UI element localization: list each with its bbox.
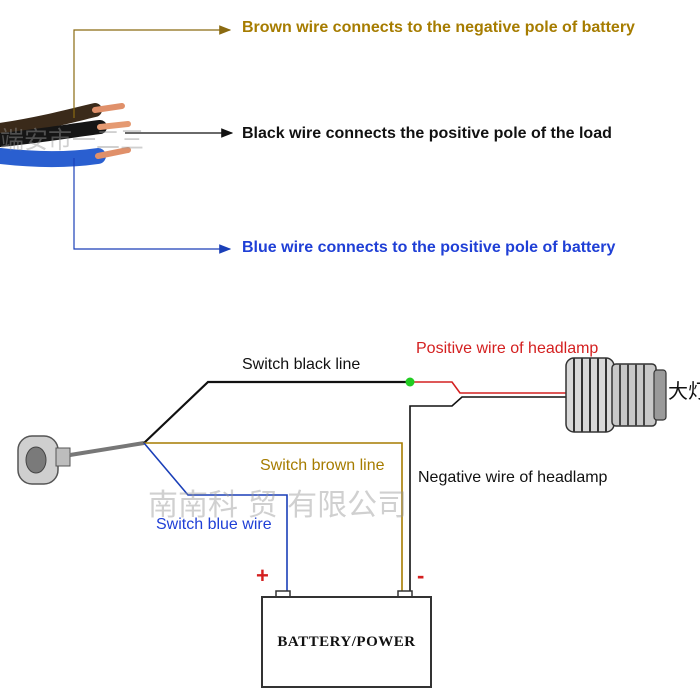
cable-illustration [0,103,131,167]
headlamp [565,357,667,433]
positive-headlamp-wire-label: Positive wire of headlamp [416,340,599,357]
junction-dot [405,377,415,387]
switch-black-line-label: Switch black line [242,356,361,373]
battery-body [261,596,432,688]
handlebar-switch [17,435,71,485]
black-wire-callout: Black wire connects the positive pole of… [242,125,612,142]
battery [261,590,432,688]
switch-cable [69,441,145,457]
brown-wire-insulation [0,103,102,137]
switch-blue-wire [143,442,288,597]
black-wire-insulation [0,120,107,147]
switch-brown-line-label: Switch brown line [260,457,385,474]
black-wire-copper [97,121,131,130]
blue-wire-insulation [0,148,106,167]
brown-callout-line [73,25,232,118]
battery-minus-sign: - [417,563,425,588]
brown-wire-callout: Brown wire connects to the negative pole… [242,19,635,36]
watermark-top: 端安市一二三 [0,126,144,154]
switch-brown-line [144,442,403,597]
brown-wire-copper [92,103,125,113]
battery-label: BATTERY/POWER [277,633,416,650]
negative-headlamp-wire-label: Negative wire of headlamp [418,469,608,486]
blue-wire-callout: Blue wire connects to the positive pole … [242,239,616,256]
positive-headlamp-wire [410,381,568,394]
battery-plus-sign: + [256,563,269,588]
negative-headlamp-wire [409,396,568,597]
headlamp-cjk-label: 大灯 [668,381,700,403]
switch-black-line [143,380,410,444]
watermark-bottom: 南南科 贸 有限公司 [148,488,408,523]
blue-callout-line [73,158,232,254]
switch-blue-wire-label: Switch blue wire [156,516,272,533]
blue-wire-copper [95,147,131,159]
